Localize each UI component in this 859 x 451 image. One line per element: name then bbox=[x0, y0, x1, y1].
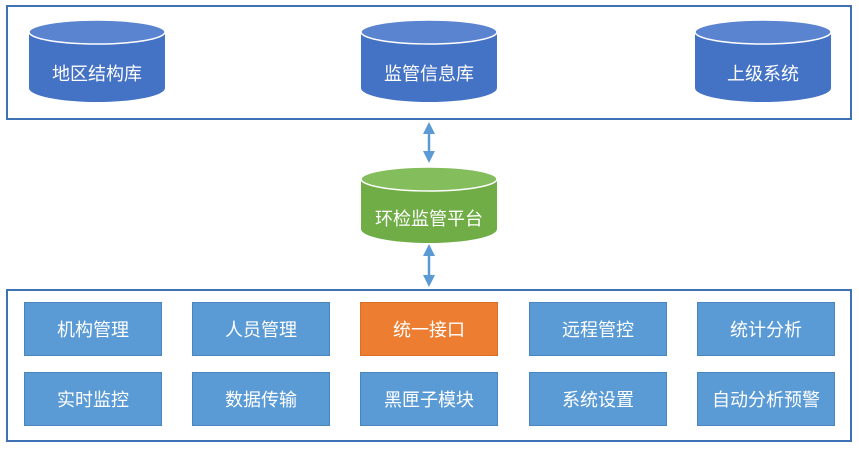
module-box: 自动分析预警 bbox=[697, 372, 835, 426]
database-icon bbox=[694, 19, 832, 102]
module-box: 人员管理 bbox=[192, 302, 330, 356]
database-icon bbox=[28, 19, 166, 102]
module-box: 远程管控 bbox=[529, 302, 667, 356]
database-supervision: 监管信息库 bbox=[359, 18, 499, 104]
module-box: 实时监控 bbox=[24, 372, 162, 426]
arrow-up-head bbox=[423, 122, 435, 134]
arrow-down-head bbox=[423, 151, 435, 163]
database-label: 监管信息库 bbox=[384, 64, 474, 85]
module-box: 统计分析 bbox=[697, 302, 835, 356]
database-label: 地区结构库 bbox=[52, 64, 142, 85]
database-upper-system: 上级系统 bbox=[693, 18, 833, 104]
module-box: 机构管理 bbox=[24, 302, 162, 356]
platform-label: 环检监管平台 bbox=[375, 209, 483, 230]
arrow-up-head bbox=[423, 244, 435, 256]
database-label: 上级系统 bbox=[727, 64, 799, 85]
module-box: 黑匣子模块 bbox=[360, 372, 498, 426]
database-region: 地区结构库 bbox=[27, 18, 167, 104]
database-icon bbox=[360, 19, 498, 102]
module-box-highlighted: 统一接口 bbox=[360, 302, 498, 356]
module-box: 系统设置 bbox=[529, 372, 667, 426]
module-box: 数据传输 bbox=[192, 372, 330, 426]
platform-database: 环检监管平台 bbox=[359, 165, 499, 245]
database-icon bbox=[360, 166, 498, 243]
arrow-down-head bbox=[423, 275, 435, 287]
